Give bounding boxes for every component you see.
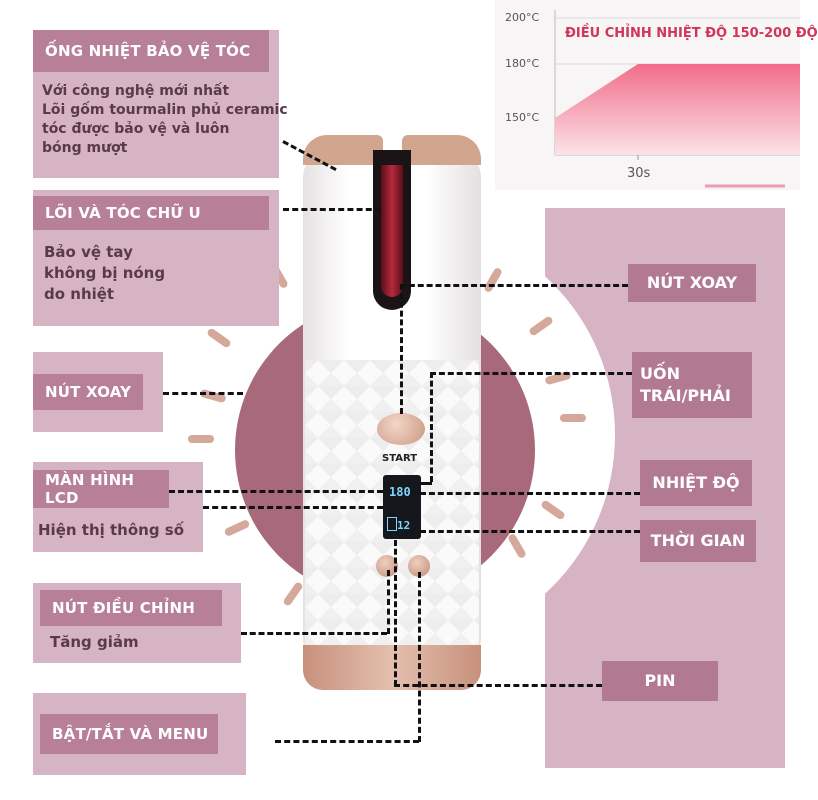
- callout-temperature: NHIỆT ĐỘ: [640, 460, 752, 506]
- leader-line: [420, 530, 640, 533]
- leader-line: [241, 632, 387, 635]
- temperature-chart: 200°C 180°C 150°C 30s ĐIỀU CHỈNH NHIỆT Đ…: [495, 0, 818, 190]
- leader-line: [275, 740, 419, 743]
- callout-line: TRÁI/PHẢI: [640, 386, 731, 405]
- lcd-description: Hiện thị thông số: [38, 521, 185, 539]
- leader-line: [430, 372, 632, 375]
- rotate-button[interactable]: [377, 413, 425, 445]
- y-tick-label: 150°C: [505, 111, 540, 124]
- lcd-screen: 180 12: [383, 475, 421, 539]
- ray: [188, 435, 214, 443]
- tube-description: Với công nghệ mới nhất Lõi gốm tourmalin…: [42, 82, 288, 158]
- adjust-button[interactable]: [376, 555, 398, 577]
- description-line: không bị nóng: [44, 264, 166, 282]
- bottom-ring: [303, 645, 481, 690]
- description-line: Bảo vệ tay: [44, 243, 133, 261]
- description-line: Với công nghệ mới nhất: [42, 83, 230, 99]
- core-title: LÕI VÀ TÓC CHỮ U: [33, 196, 269, 230]
- adjust-description: Tăng giảm: [50, 633, 139, 651]
- leader-line: [387, 570, 390, 634]
- leader-line: [420, 492, 640, 495]
- lcd-temperature: 180: [389, 485, 411, 499]
- y-tick-label: 180°C: [505, 57, 540, 70]
- adjust-title: NÚT ĐIỀU CHỈNH: [40, 590, 222, 626]
- leader-line: [418, 572, 421, 742]
- power-menu-button[interactable]: [408, 555, 430, 577]
- ceramic-core[interactable]: [381, 165, 403, 297]
- tube-title: ỐNG NHIỆT BẢO VỆ TÓC: [33, 30, 269, 72]
- callout-time: THỜI GIAN: [640, 520, 756, 562]
- temperature-chart-svg: [554, 10, 800, 188]
- top-cap-left: [303, 135, 383, 165]
- core-description: Bảo vệ tay không bị nóng do nhiệt: [44, 242, 165, 305]
- y-tick-label: 200°C: [505, 11, 540, 24]
- temperature-area: [555, 64, 800, 155]
- power-title: BẬT/TẮT VÀ MENU: [40, 714, 218, 754]
- leader-line: [400, 284, 403, 414]
- lcd-title: MÀN HÌNH LCD: [33, 470, 169, 508]
- description-line: bóng mượt: [42, 140, 128, 156]
- leader-line: [203, 506, 383, 509]
- ray: [560, 414, 586, 422]
- description-line: Lõi gốm tourmalin phủ ceramic: [42, 102, 288, 118]
- callout-direction: UỐN TRÁI/PHẢI: [632, 352, 752, 418]
- lcd-indicator: [387, 517, 397, 531]
- lcd-time: 12: [397, 519, 411, 532]
- callout-battery: PIN: [602, 661, 718, 701]
- leader-line: [430, 372, 433, 482]
- description-line: tóc được bảo vệ và luôn: [42, 121, 230, 137]
- callout-line: UỐN: [640, 364, 680, 383]
- leader-line: [169, 490, 383, 493]
- chart-title: ĐIỀU CHỈNH NHIỆT ĐỘ 150-200 ĐỘ: [565, 26, 818, 41]
- top-cap-right: [402, 135, 481, 165]
- x-tick-label: 30s: [627, 166, 651, 181]
- leader-line: [283, 208, 381, 211]
- start-label: START: [382, 453, 418, 464]
- description-line: do nhiệt: [44, 285, 115, 303]
- leader-line: [400, 284, 628, 287]
- leader-line: [163, 392, 243, 395]
- rotate-title: NÚT XOAY: [33, 374, 143, 410]
- leader-line: [394, 540, 397, 686]
- callout-rotate: NÚT XOAY: [628, 264, 756, 302]
- leader-line: [420, 482, 432, 485]
- leader-line: [394, 684, 602, 687]
